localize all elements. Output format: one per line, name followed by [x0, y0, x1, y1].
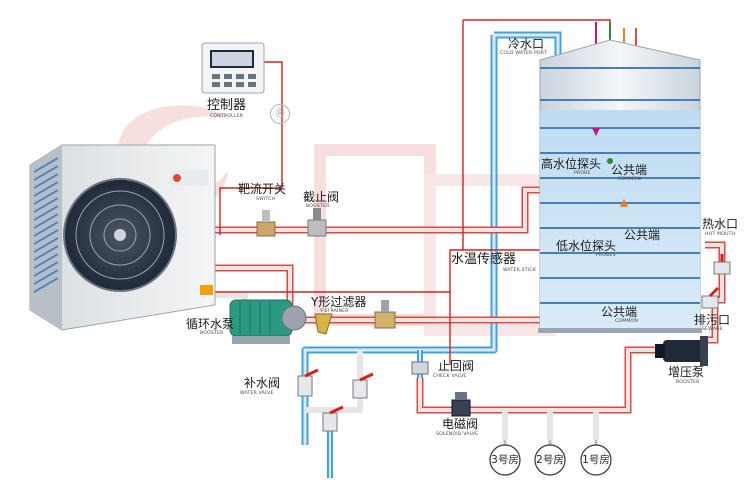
room-outlets	[489, 444, 612, 476]
circulation-pump-label-en: BOOSTER	[200, 331, 224, 336]
common-top-label: 公共端	[611, 163, 648, 177]
circulation-pump-icon	[229, 299, 307, 344]
common-bottom-label: 公共端	[601, 305, 638, 319]
common-top-label-en: COMMON	[618, 177, 642, 182]
room-1-label: 1号房	[582, 454, 610, 466]
makeup-valve-label: 补水阀	[244, 376, 281, 390]
water-temp-sensor-label: 水温传感器	[451, 252, 517, 267]
room-2-label: 2号房	[536, 454, 564, 466]
switch-label-en: SWITCH	[256, 197, 276, 202]
y-strainer-icon	[314, 313, 333, 335]
y-strainer-label: Y形过滤器	[311, 295, 367, 309]
faucet-icon-strainer-line	[374, 300, 396, 329]
makeup-valve-icon	[297, 368, 319, 397]
branch-valve-icon	[322, 372, 374, 432]
high-probe-label: 高水位探头	[541, 157, 602, 171]
sewage-label: 排污口	[694, 313, 731, 327]
cold-water-port-label: 冷水口	[508, 37, 545, 51]
heat-pump-unit-icon	[29, 144, 216, 331]
booster-pump-label-en: BOOSTER	[676, 380, 700, 385]
water-tank-icon	[538, 39, 702, 333]
circulation-pump-label: 循环水泵	[186, 317, 235, 331]
check-valve-icon	[411, 361, 429, 375]
stop-valve-icon	[307, 208, 327, 237]
stop-valve-label: 截止阀	[303, 190, 340, 204]
check-valve-label-en: CHECK VALVE	[433, 374, 467, 379]
hot-water-port-label: 热水口	[702, 217, 739, 231]
high-probe-label-en: PROBE	[574, 171, 591, 176]
hot-water-port-label-en: HOT MOUTH	[705, 232, 736, 237]
controller-label-en: CONTROLLER	[210, 114, 244, 119]
booster-pump-label: 增压泵	[668, 365, 705, 379]
makeup-valve-label-en: WATER VALVE	[240, 391, 274, 396]
sewage-valve-icon	[701, 286, 720, 309]
cold-water-pipe	[301, 31, 562, 478]
check-valve-label: 止回阀	[438, 359, 475, 373]
common-mid-label: 公共端	[624, 228, 661, 242]
low-probe-label-en: PROBES	[596, 253, 616, 258]
cold-water-port-label-en: COLD WATER PORT	[500, 51, 547, 56]
solenoid-valve-label-en: SOLENOID VALVE	[436, 432, 479, 437]
controller-label: 控制器	[207, 98, 247, 113]
registered-mark: ®	[270, 104, 290, 124]
y-strainer-label-en: Y-STRAINER	[320, 309, 349, 314]
switch-label: 靶流开关	[238, 182, 287, 196]
room-3-label: 3号房	[491, 454, 519, 466]
booster-pump-icon	[655, 336, 708, 366]
hot-port-valve-icon	[713, 254, 731, 275]
switch-valve-icon	[256, 210, 276, 237]
solenoid-valve-label: 电磁阀	[442, 417, 479, 431]
sewage-label-en: SEWAGE	[702, 327, 723, 332]
solenoid-valve-icon	[451, 392, 471, 417]
stop-valve-label-en: BOOSTER	[306, 204, 330, 209]
water-temp-sensor-label-en: WATER STICK	[503, 268, 536, 273]
common-bottom-label-en: COMMON	[615, 319, 639, 324]
controller-panel-icon	[201, 42, 265, 94]
low-probe-label: 低水位探头	[556, 239, 617, 253]
